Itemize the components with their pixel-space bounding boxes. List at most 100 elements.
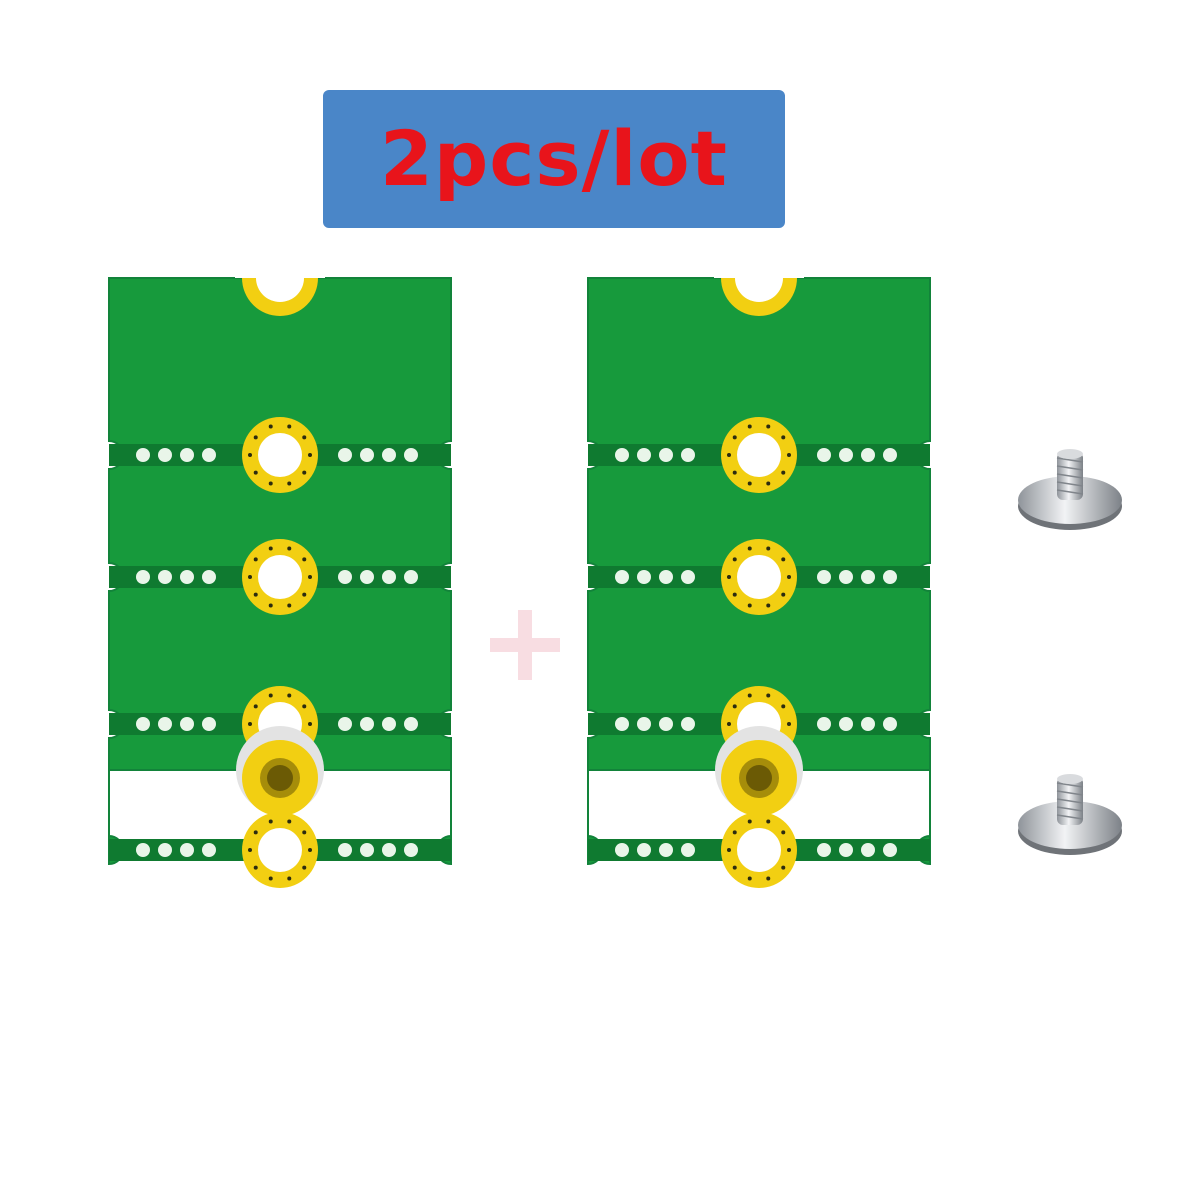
pad-dot — [253, 592, 258, 597]
via — [883, 448, 897, 462]
pad-dot — [732, 435, 737, 440]
via — [659, 570, 673, 584]
mount-hole-4 — [737, 828, 781, 872]
pad-dot — [248, 848, 252, 852]
pad-dot — [268, 481, 273, 486]
pad-dot — [287, 819, 292, 824]
pad-dot — [727, 722, 731, 726]
via — [382, 570, 396, 584]
via — [136, 448, 150, 462]
pad-dot — [253, 435, 258, 440]
pad-dot — [253, 557, 258, 562]
via — [637, 843, 651, 857]
via — [136, 843, 150, 857]
via — [382, 843, 396, 857]
via — [136, 717, 150, 731]
pad-dot — [308, 575, 312, 579]
via — [202, 717, 216, 731]
via — [180, 448, 194, 462]
via — [861, 717, 875, 731]
thread-line — [1056, 798, 1084, 804]
via — [404, 448, 418, 462]
pcb-drawing — [108, 228, 452, 888]
pad-dot — [287, 481, 292, 486]
via — [360, 570, 374, 584]
pad-dot — [787, 722, 791, 726]
via — [180, 570, 194, 584]
via — [659, 843, 673, 857]
via — [360, 448, 374, 462]
pad-dot — [732, 470, 737, 475]
pad-dot — [253, 830, 258, 835]
thread-line — [1056, 465, 1084, 471]
pad-dot — [248, 575, 252, 579]
via — [404, 843, 418, 857]
via — [615, 448, 629, 462]
pad-dot — [732, 704, 737, 709]
pad-dot — [766, 424, 771, 429]
pcb-board-left — [105, 228, 465, 888]
screw-bottom — [1015, 765, 1125, 865]
pad-dot — [308, 453, 312, 457]
pad-dot — [287, 876, 292, 881]
mount-hole-1 — [258, 433, 302, 477]
via — [883, 717, 897, 731]
via — [338, 843, 352, 857]
via — [382, 448, 396, 462]
pad-dot — [781, 704, 786, 709]
via — [659, 717, 673, 731]
pad-dot — [787, 575, 791, 579]
thread-line — [1056, 782, 1084, 788]
via — [158, 570, 172, 584]
pad-dot — [268, 424, 273, 429]
pad-dot — [747, 876, 752, 881]
via — [202, 843, 216, 857]
pad-dot — [253, 470, 258, 475]
pad-dot — [781, 435, 786, 440]
via — [817, 843, 831, 857]
pad-dot — [766, 603, 771, 608]
pad-dot — [732, 592, 737, 597]
thread-line — [1056, 473, 1084, 479]
screw-drawing — [1018, 774, 1122, 855]
pad-dot — [732, 865, 737, 870]
pad-dot — [287, 424, 292, 429]
quantity-banner: 2pcs/lot — [323, 90, 785, 228]
via — [637, 448, 651, 462]
pad-dot — [287, 546, 292, 551]
pad-dot — [766, 546, 771, 551]
pad-dot — [747, 603, 752, 608]
screw-drawing — [1018, 449, 1122, 530]
top-cutout — [714, 228, 804, 278]
thread-line — [1056, 481, 1084, 487]
pad-dot — [727, 453, 731, 457]
via — [338, 448, 352, 462]
pad-dot — [268, 603, 273, 608]
via — [839, 570, 853, 584]
screw-tip — [1057, 774, 1083, 784]
pad-dot — [308, 848, 312, 852]
mount-hole-2 — [737, 555, 781, 599]
pad-dot — [787, 453, 791, 457]
pad-dot — [302, 592, 307, 597]
pad-dot — [781, 865, 786, 870]
via — [360, 717, 374, 731]
via — [681, 717, 695, 731]
pad-dot — [766, 876, 771, 881]
pad-dot — [268, 876, 273, 881]
via — [659, 448, 673, 462]
via — [681, 448, 695, 462]
bottom-mount-hole — [746, 765, 772, 791]
via — [839, 448, 853, 462]
pad-dot — [248, 722, 252, 726]
quantity-label: 2pcs/lot — [380, 114, 728, 203]
pad-dot — [302, 470, 307, 475]
via — [338, 717, 352, 731]
pad-dot — [302, 830, 307, 835]
mount-hole-2 — [258, 555, 302, 599]
pad-dot — [727, 848, 731, 852]
pad-dot — [787, 848, 791, 852]
mount-hole-1 — [737, 433, 781, 477]
pad-dot — [302, 865, 307, 870]
via — [681, 570, 695, 584]
